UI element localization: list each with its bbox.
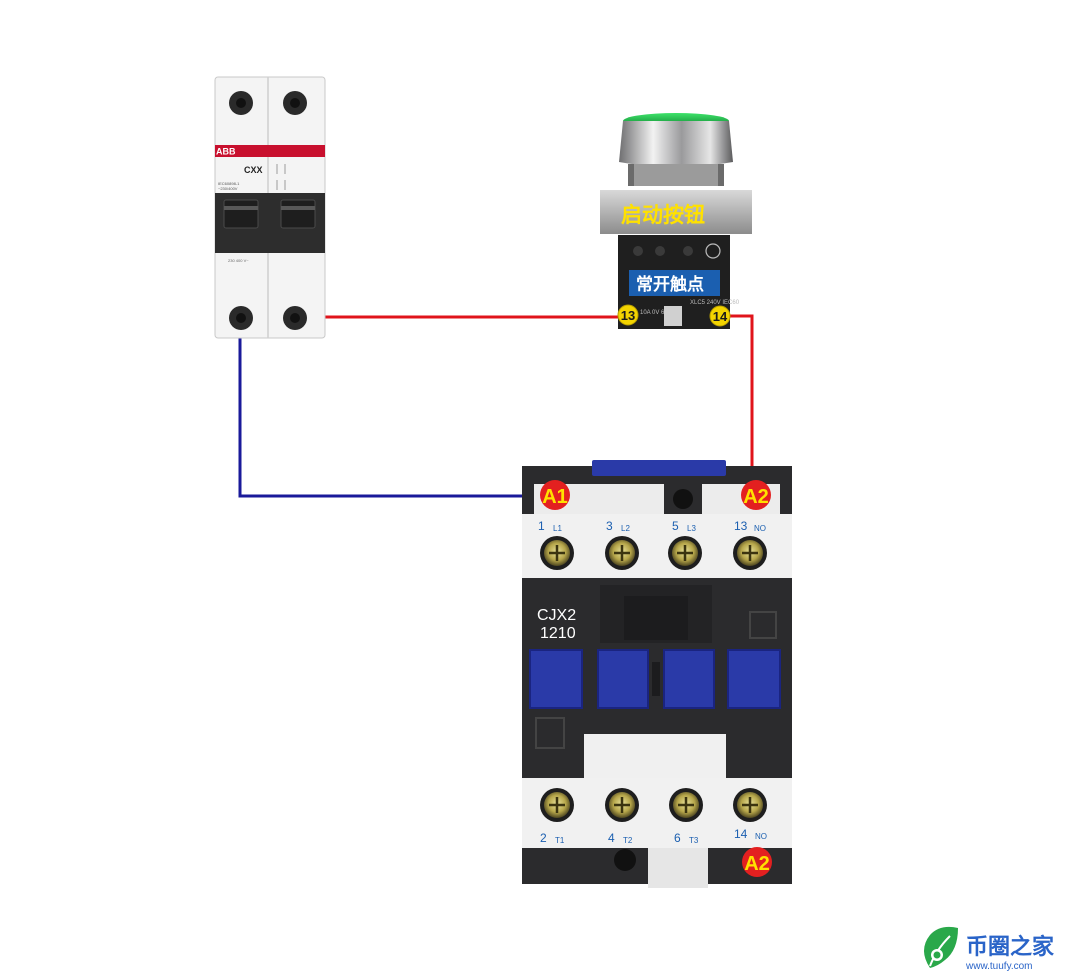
red-wire-button-to-a2 — [722, 314, 754, 488]
bottom-terminal-labels: 2 T1 4 T2 6 T3 14 NO — [540, 827, 767, 845]
button-label: 启动按钮 — [621, 203, 705, 227]
screw-14-no — [733, 788, 767, 822]
button-contact-label-box — [629, 270, 720, 296]
breaker-spec-1: IEC60898-1 — [218, 181, 240, 186]
top-terminal-1-num: 1 — [538, 519, 545, 533]
bottom-terminal-14-num: 14 — [734, 827, 748, 841]
wires — [238, 314, 754, 498]
button-contact-label: 常开触点 — [636, 274, 704, 295]
watermark-logo: 币圈之家 www.tuufy.com — [924, 926, 1055, 972]
bottom-terminal-4-sub: T2 — [623, 836, 633, 845]
breaker-spec-2: ~230/400V — [218, 186, 238, 191]
top-terminal-1-sub: L1 — [553, 524, 562, 533]
contactor-label-plate — [584, 734, 726, 778]
breaker-toggle-left — [223, 199, 259, 229]
start-push-button: 启动按钮 常开触点 10A 0V 6kV XLC5 240V IEC60 13 … — [600, 113, 752, 329]
top-terminal-5-num: 5 — [672, 519, 679, 533]
contactor-a2-bottom-label: A2 — [744, 853, 770, 875]
breaker-bottom-text: 230 400 V~ — [228, 258, 249, 263]
button-terminal-13 — [617, 304, 639, 326]
screw-t2 — [605, 788, 639, 822]
top-terminal-3-sub: L2 — [621, 524, 630, 533]
breaker-model: CXX — [244, 165, 263, 175]
bottom-terminal-2-sub: T1 — [555, 836, 565, 845]
contactor-a2-top-label: A2 — [743, 486, 769, 508]
screw-t3 — [669, 788, 703, 822]
button-spec-left: 10A 0V 6kV — [640, 310, 671, 316]
button-terminal-14 — [709, 305, 731, 327]
watermark-name: 币圈之家 — [966, 934, 1055, 960]
top-terminal-5-sub: L3 — [687, 524, 696, 533]
screw-t1 — [540, 788, 574, 822]
button-mount-body — [600, 190, 752, 234]
breaker-brand-stripe — [215, 145, 325, 157]
button-spec-right: XLC5 240V IEC60 — [690, 300, 740, 306]
contactor-indicator-2 — [597, 649, 649, 709]
screw-l2 — [605, 536, 639, 570]
breaker-brand: ABB — [216, 147, 236, 157]
breaker-toggle-right — [280, 199, 316, 229]
button-chrome-head — [619, 121, 733, 167]
contactor-indicator-1 — [529, 649, 583, 709]
button-terminal-13-label: 13 — [621, 308, 635, 323]
bottom-terminal-6-num: 6 — [674, 831, 681, 845]
contactor-a1-label: A1 — [542, 486, 568, 508]
bottom-terminal-4-num: 4 — [608, 831, 615, 845]
top-terminal-screws — [540, 536, 767, 570]
top-terminal-13-sub: NO — [754, 524, 766, 533]
contactor-indicator-4 — [727, 649, 781, 709]
top-terminal-labels: 1 L1 3 L2 5 L3 13 NO — [538, 519, 766, 533]
contactor-a2-top-terminal — [741, 480, 771, 510]
button-terminal-14-label: 14 — [713, 309, 728, 324]
circuit-breaker: ABB CXX IEC60898-1 ~230/400V 230 400 V~ — [214, 76, 326, 339]
screw-l3 — [668, 536, 702, 570]
screw-13-no — [733, 536, 767, 570]
ac-contactor: A1 A2 1 L1 3 L2 5 L3 13 NO CJX2 1210 — [522, 460, 792, 888]
bottom-terminal-2-num: 2 — [540, 831, 547, 845]
blue-wire-breaker-to-a1 — [238, 318, 545, 498]
bottom-terminal-14-sub: NO — [755, 832, 767, 841]
bottom-terminal-6-sub: T3 — [689, 836, 699, 845]
contactor-model-line1: CJX2 — [537, 607, 576, 624]
watermark-url: www.tuufy.com — [965, 961, 1033, 972]
contactor-indicator-3 — [663, 649, 715, 709]
screw-l1 — [540, 536, 574, 570]
bottom-terminal-screws — [540, 788, 767, 822]
contactor-a1-terminal — [540, 480, 570, 510]
contactor-model-line2: 1210 — [540, 625, 576, 642]
top-terminal-3-num: 3 — [606, 519, 613, 533]
top-terminal-13-num: 13 — [734, 519, 748, 533]
leaf-icon — [924, 926, 958, 968]
contactor-a2-bottom-terminal — [742, 847, 772, 877]
